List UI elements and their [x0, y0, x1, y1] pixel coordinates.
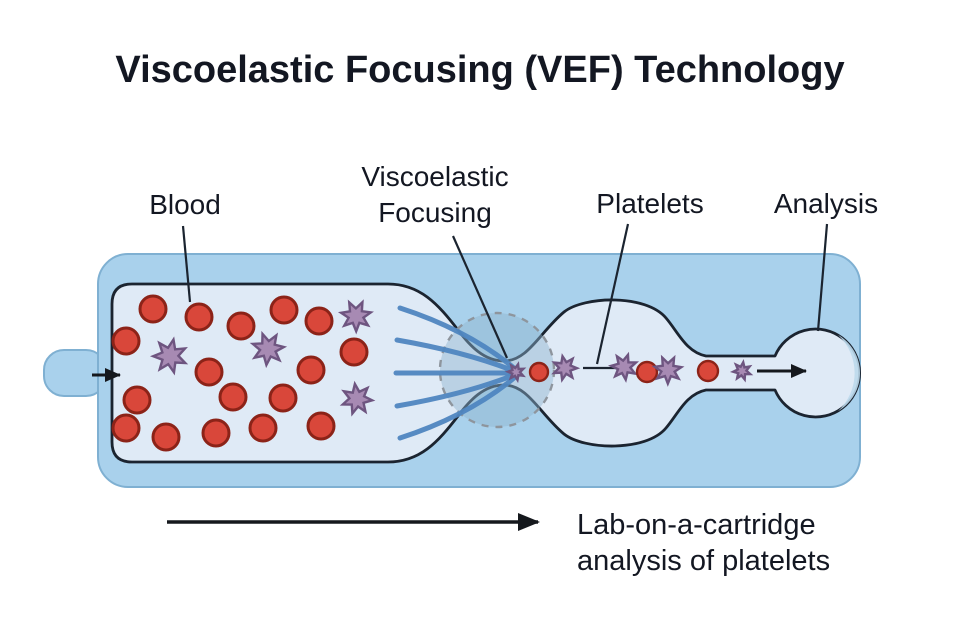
red-blood-cell: [194, 357, 224, 387]
blood-cells: [111, 294, 369, 452]
analysis-leader-line: [816, 223, 829, 332]
red-blood-cell: [111, 326, 141, 356]
streamline: [394, 372, 517, 409]
red-blood-cell: [138, 294, 168, 324]
caption-line2: analysis of platelets: [577, 545, 830, 577]
streamline: [397, 375, 517, 441]
red-blood-cell: [696, 359, 720, 383]
red-blood-cell: [201, 418, 231, 448]
page-title: Viscoelastic Focusing (VEF) Technology: [115, 49, 844, 91]
streamline: [394, 337, 517, 374]
red-blood-cell: [296, 355, 326, 385]
focusing-label-line2: Focusing: [378, 197, 492, 228]
red-blood-cell: [226, 311, 256, 341]
platelets-leader-line: [595, 223, 630, 365]
focusing-zone-circle: [438, 311, 556, 429]
focusing-label-line1: Viscoelastic: [361, 161, 508, 192]
focused-particle-train: [505, 350, 753, 388]
platelets-label: Platelets: [596, 188, 703, 219]
analysis-chamber-shading: [838, 334, 860, 412]
red-blood-cell: [184, 302, 214, 332]
streamline: [397, 305, 517, 371]
red-blood-cell: [122, 385, 152, 415]
blood-label: Blood: [149, 189, 221, 220]
blood-leader-line: [181, 225, 192, 303]
red-blood-cell: [218, 382, 248, 412]
red-blood-cell: [269, 295, 299, 325]
red-blood-cell: [306, 411, 336, 441]
analysis-label: Analysis: [774, 188, 878, 219]
red-blood-cell: [339, 337, 369, 367]
red-blood-cell: [268, 383, 298, 413]
streamlines: [393, 305, 517, 441]
caption-line1: Lab-on-a-cartridge: [577, 509, 816, 541]
red-blood-cell: [151, 422, 181, 452]
red-blood-cell: [248, 413, 278, 443]
red-blood-cell: [304, 306, 334, 336]
focusing-leader-line: [451, 235, 509, 359]
red-blood-cell: [528, 361, 550, 383]
red-blood-cell: [635, 360, 659, 384]
red-blood-cell: [111, 413, 141, 443]
inlet-port: [43, 349, 107, 397]
